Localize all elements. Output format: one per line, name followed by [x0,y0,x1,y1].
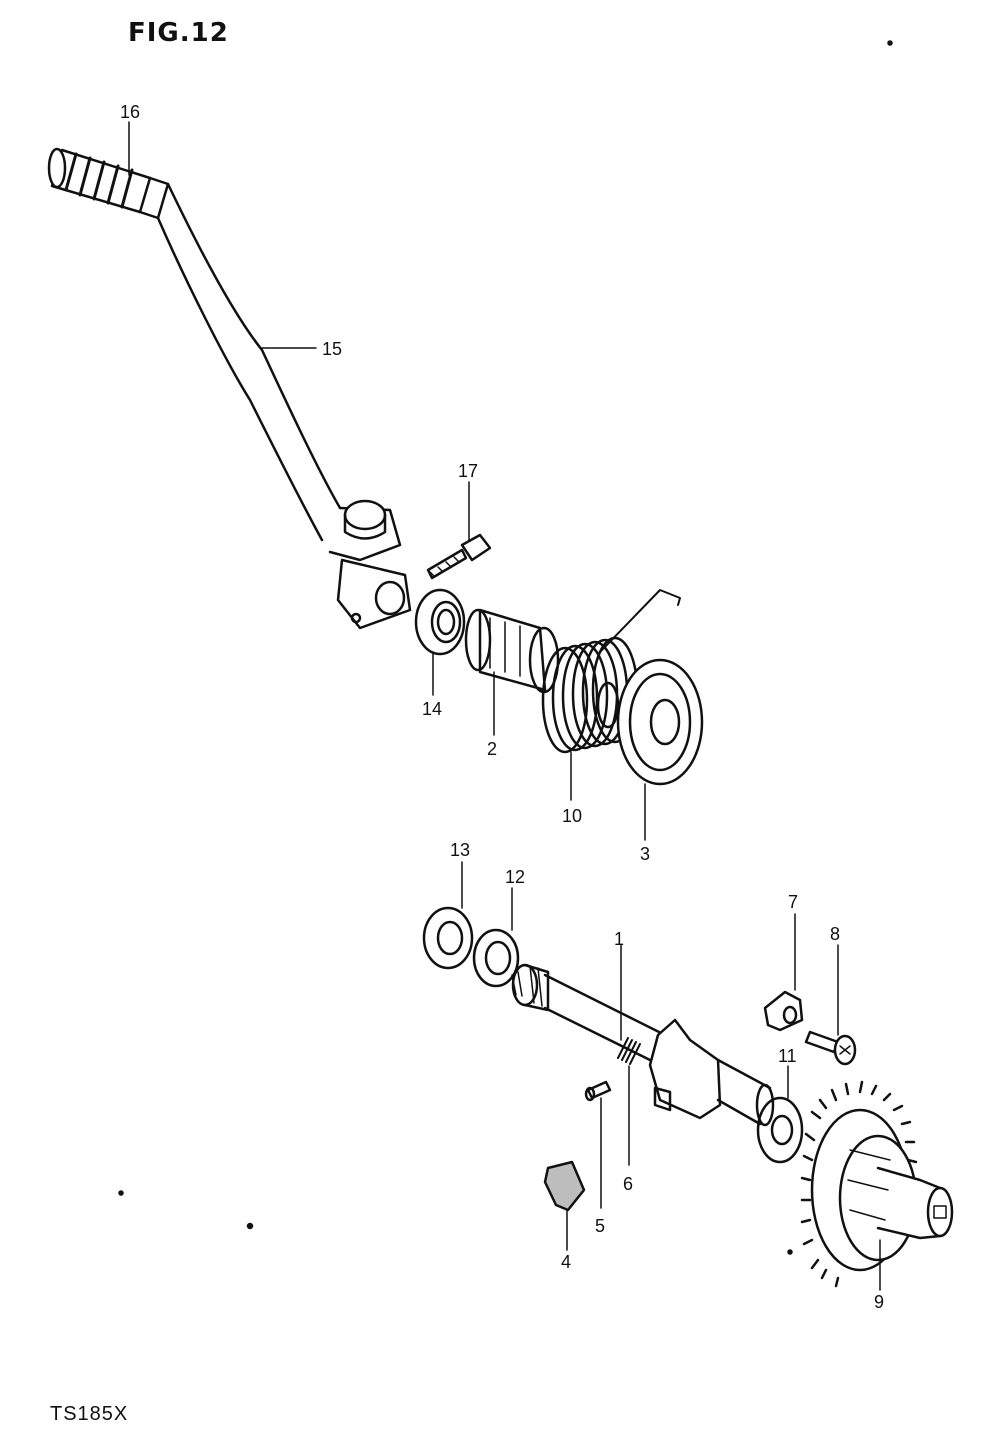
callout-6: 6 [623,1174,633,1194]
kick-grip-part [47,147,170,220]
kick-lever-part [156,182,412,630]
callout-13: 13 [450,840,470,860]
callout-1: 1 [614,929,624,949]
stopper-plate-part [543,1160,586,1212]
pinch-bolt-part [426,533,492,580]
spring-guide-part [616,658,704,786]
callout-2: 2 [487,739,497,759]
oil-seal-part [414,588,466,656]
callout-16: 16 [120,102,140,122]
washer-13-part [422,906,474,970]
kick-shaft-part [511,963,775,1127]
callout-7: 7 [788,892,798,912]
guide-screw-part [804,1030,857,1066]
callout-4: 4 [561,1252,571,1272]
callout-17: 17 [458,461,478,481]
washer-11-part [756,1096,804,1164]
callout-10: 10 [562,806,582,826]
callout-12: 12 [505,867,525,887]
callout-5: 5 [595,1216,605,1236]
model-code: TS185X [50,1403,129,1425]
return-spring-part [541,589,681,754]
callout-15: 15 [322,339,342,359]
ratchet-pin-part [584,1080,612,1102]
callout-11: 11 [778,1046,797,1066]
callout-8: 8 [830,924,840,944]
kick-guide-part [464,608,560,694]
kick-guide-7-part [763,990,804,1032]
callout-14: 14 [422,699,442,719]
ratchet-spring-part [617,1037,641,1065]
figure-title: FIG.12 [128,18,229,48]
kick-gear-part [800,1080,954,1288]
callout-9: 9 [874,1292,884,1312]
callout-3: 3 [640,844,650,864]
washer-12-part [472,928,520,988]
